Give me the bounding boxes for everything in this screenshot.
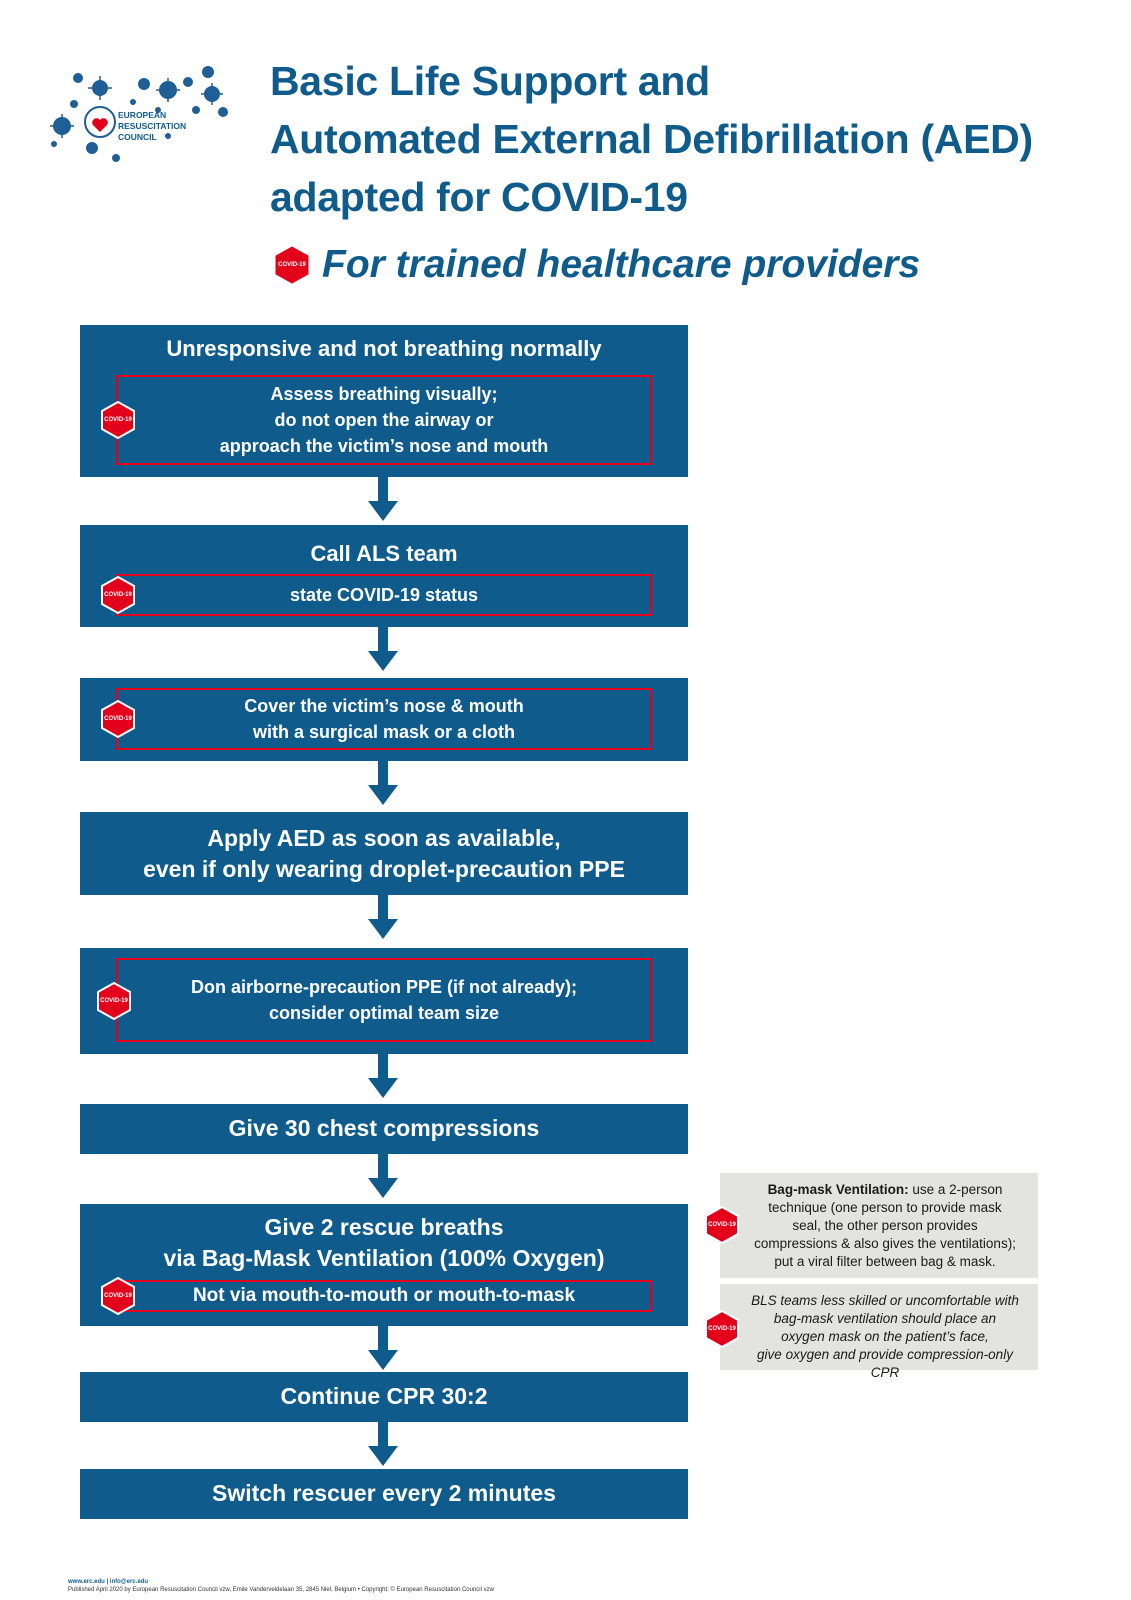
covid-badge-label: COVID-19 [100, 998, 128, 1004]
step-main-text: Give 30 chest compressions [228, 1115, 540, 1141]
covid-text-line: do not open the airway or [274, 410, 494, 430]
footer: www.erc.edu | info@erc.edu Published Apr… [68, 1578, 494, 1594]
logo-text-line-2: RESUSCITATION [118, 121, 187, 131]
covid-badge-icon: COVID-19 [702, 1205, 742, 1245]
step-apply-aed: Apply AED as soon as available, even if … [80, 812, 688, 895]
note-text-line: seal, the other person provides [792, 1218, 978, 1233]
step-call-als: Call ALS team state COVID-19 status COVI… [80, 525, 688, 627]
step-rescue-breaths: Give 2 rescue breaths via Bag-Mask Venti… [80, 1204, 688, 1326]
note-text-line: BLS teams less skilled or uncomfortable … [751, 1293, 1019, 1308]
covid-badge-label: COVID-19 [708, 1222, 736, 1228]
step-continue-cpr: Continue CPR 30:2 [80, 1372, 688, 1422]
virus-cluster-icon [50, 66, 228, 162]
covid-text-line: Don airborne-precaution PPE (if not alre… [190, 977, 578, 997]
arrow-down-icon [368, 761, 398, 805]
note-text-line: technique (one person to provide mask [768, 1200, 1002, 1215]
note-text-line: compressions & also gives the ventilatio… [754, 1236, 1016, 1251]
covid-badge-icon: COVID-19 [98, 1276, 138, 1316]
covid-instruction-box: Not via mouth-to-mouth or mouth-to-mask [116, 1280, 652, 1312]
arrow-down-icon [368, 477, 398, 521]
covid-text-line: consider optimal team size [268, 1003, 500, 1023]
footer-publication: Published April 2020 by European Resusci… [68, 1587, 494, 1593]
covid-instruction-box: Don airborne-precaution PPE (if not alre… [116, 958, 652, 1042]
arrow-down-icon [368, 895, 398, 939]
covid-badge-icon: COVID-19 [98, 400, 138, 440]
step-main-text: Call ALS team [310, 541, 458, 566]
step-main-text-line: even if only wearing droplet-precaution … [143, 856, 625, 882]
covid-badge-label: COVID-19 [104, 592, 132, 598]
arrow-down-icon [368, 1054, 398, 1098]
page-title: Basic Life Support and Automated Externa… [270, 52, 1033, 226]
covid-badge-icon: COVID-19 [98, 575, 138, 615]
step-don-ppe: Don airborne-precaution PPE (if not alre… [80, 948, 688, 1054]
covid-instruction-box: Cover the victim’s nose & mouth with a s… [116, 688, 652, 750]
note-text-line: use a 2-person [908, 1182, 1003, 1197]
step-main-text-line: Apply AED as soon as available, [207, 825, 561, 851]
step-main-text: Switch rescuer every 2 minutes [212, 1480, 556, 1506]
note-text-line: give oxygen and provide compression-only… [757, 1347, 1013, 1380]
covid-text-line: with a surgical mask or a cloth [252, 722, 516, 742]
covid-badge-label: COVID-19 [104, 1293, 132, 1299]
footer-links: www.erc.edu | info@erc.edu [68, 1579, 148, 1585]
title-line-1: Basic Life Support and [270, 58, 710, 104]
arrow-down-icon [368, 1154, 398, 1198]
covid-text-line: Assess breathing visually; [270, 384, 498, 404]
covid-badge-label: COVID-19 [104, 716, 132, 722]
step-main-text: Unresponsive and not breathing normally [166, 336, 602, 361]
title-line-3: adapted for COVID-19 [270, 174, 688, 220]
covid-badge-label: COVID-19 [708, 1326, 736, 1332]
covid-badge-label: COVID-19 [104, 417, 132, 423]
logo-text-line-1: EUROPEAN [118, 110, 167, 120]
step-main-text: Continue CPR 30:2 [280, 1383, 488, 1409]
covid-badge-icon: COVID-19 [98, 699, 138, 739]
note-text-line: oxygen mask on the patient’s face, [781, 1329, 989, 1344]
step-chest-compressions: Give 30 chest compressions [80, 1104, 688, 1154]
covid-badge-icon: COVID-19 [270, 243, 314, 287]
covid-badge-icon: COVID-19 [94, 981, 134, 1021]
note-bag-mask-ventilation: Bag-mask Ventilation: use a 2-person tec… [720, 1173, 1038, 1278]
note-text-line: put a viral filter between bag & mask. [774, 1254, 996, 1269]
step-unresponsive: Unresponsive and not breathing normally … [80, 325, 688, 477]
page-subtitle: For trained healthcare providers [322, 243, 921, 286]
erc-logo: EUROPEAN RESUSCITATION COUNCIL [48, 60, 238, 170]
step-switch-rescuer: Switch rescuer every 2 minutes [80, 1469, 688, 1519]
note-bls-teams: BLS teams less skilled or uncomfortable … [720, 1284, 1038, 1380]
arrow-down-icon [368, 1326, 398, 1370]
covid-badge-label: COVID-19 [278, 262, 306, 268]
step-main-text-line: Give 2 rescue breaths [264, 1214, 504, 1240]
step-cover-nose-mouth: Cover the victim’s nose & mouth with a s… [80, 678, 688, 761]
covid-text-line: Not via mouth-to-mouth or mouth-to-mask [192, 1285, 576, 1306]
covid-text-line: approach the victim’s nose and mouth [219, 436, 549, 456]
note-text-line: bag-mask ventilation should place an [773, 1311, 997, 1326]
covid-text-line: state COVID-19 status [289, 585, 479, 605]
step-main-text-line: via Bag-Mask Ventilation (100% Oxygen) [163, 1245, 605, 1271]
arrow-down-icon [368, 1422, 398, 1466]
covid-instruction-box: state COVID-19 status [116, 574, 652, 616]
note-heading: Bag-mask Ventilation: [767, 1182, 909, 1197]
title-line-2: Automated External Defibrillation (AED) [270, 116, 1033, 162]
arrow-down-icon [368, 627, 398, 671]
covid-instruction-box: Assess breathing visually; do not open t… [116, 375, 652, 465]
logo-text-line-3: COUNCIL [118, 132, 157, 142]
covid-text-line: Cover the victim’s nose & mouth [244, 696, 524, 716]
covid-badge-icon: COVID-19 [702, 1309, 742, 1349]
